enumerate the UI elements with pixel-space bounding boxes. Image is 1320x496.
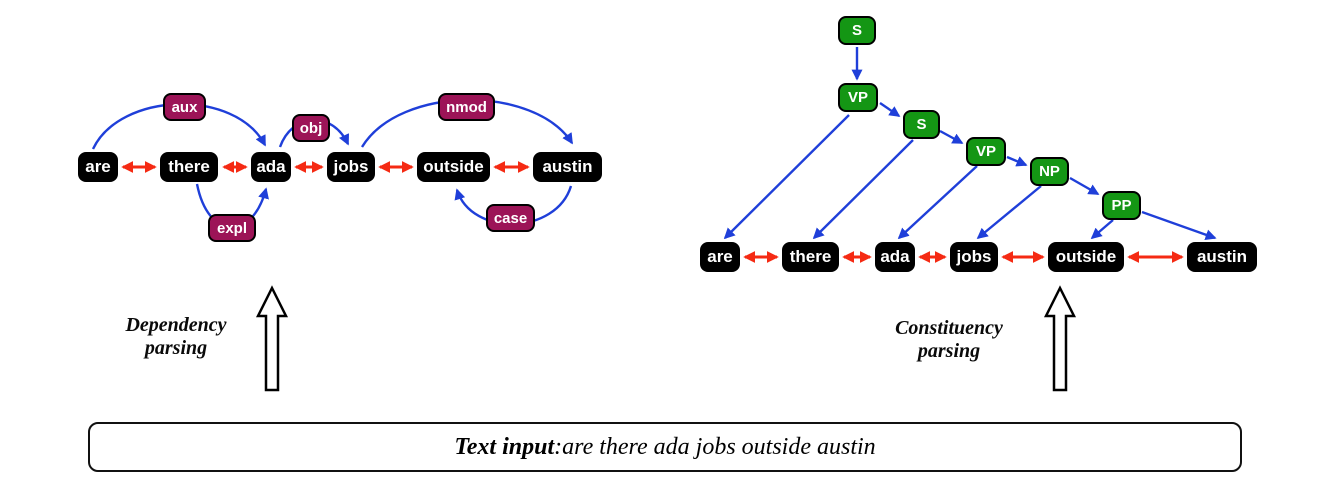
const-word-jobs: jobs: [950, 242, 998, 272]
const-edge-vp-np: [1006, 155, 1028, 167]
text-input-box: Text input: are there ada jobs outside a…: [88, 422, 1242, 472]
const-node-s1: S: [838, 16, 876, 45]
const-edge-pp-outside: [1090, 219, 1114, 240]
text-input-separator: :: [554, 433, 563, 460]
dep-word-ada: ada: [251, 152, 291, 182]
dep-word-jobs: jobs: [327, 152, 375, 182]
const-edge-vp-are: [723, 114, 850, 240]
const-edge-s-vp2: [939, 129, 964, 145]
const-edge-s-there: [812, 139, 914, 240]
dep-word-outside: outside: [417, 152, 490, 182]
constituency-title-line2: parsing: [917, 340, 981, 362]
const-node-vp1: VP: [838, 83, 878, 112]
dep-label-aux: aux: [163, 93, 206, 121]
const-edge-pp-austin: [1141, 210, 1217, 241]
const-node-pp: PP: [1102, 191, 1141, 220]
const-word-ada: ada: [875, 242, 915, 272]
dep-label-obj: obj: [292, 114, 330, 142]
dep-label-case: case: [486, 204, 535, 232]
const-edge-vp-s: [879, 102, 901, 117]
const-word-austin: austin: [1187, 242, 1257, 272]
dependency-title-line1: Dependency: [125, 314, 227, 336]
dep-word-are: are: [78, 152, 118, 182]
dep-up-arrow: [255, 285, 289, 392]
dependency-parsing-title: Dependency parsing: [91, 314, 261, 360]
const-up-arrow: [1043, 285, 1077, 392]
text-input-value: are there ada jobs outside austin: [562, 433, 876, 460]
const-node-s2: S: [903, 110, 940, 139]
const-word-there: there: [782, 242, 839, 272]
const-word-are: are: [700, 242, 740, 272]
const-edge-np-jobs: [976, 185, 1042, 240]
text-input-label: Text input: [454, 433, 555, 460]
dependency-title-line2: parsing: [144, 337, 208, 359]
const-node-np: NP: [1030, 157, 1069, 186]
dep-label-nmod: nmod: [438, 93, 495, 121]
dep-label-expl: expl: [208, 214, 256, 242]
constituency-parsing-title: Constituency parsing: [864, 317, 1034, 363]
const-edge-vp-ada: [897, 165, 978, 240]
dep-word-there: there: [160, 152, 218, 182]
const-node-vp2: VP: [966, 137, 1006, 166]
dep-word-austin: austin: [533, 152, 602, 182]
constituency-title-line1: Constituency: [895, 317, 1003, 339]
const-edge-np-pp: [1069, 176, 1100, 196]
const-word-outside: outside: [1048, 242, 1124, 272]
